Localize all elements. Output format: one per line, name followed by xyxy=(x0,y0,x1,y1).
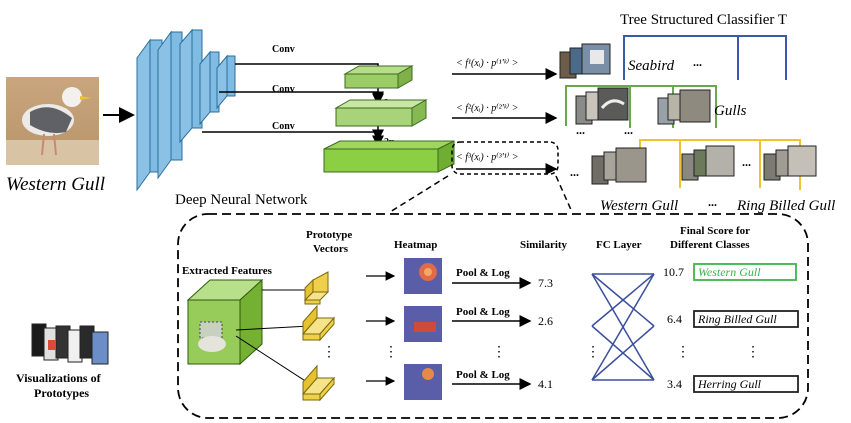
tree-ellipsis-6: ... xyxy=(570,165,579,179)
prototype-vector-3 xyxy=(301,364,336,402)
prototypes-caption-line2: Prototypes xyxy=(34,386,89,400)
pool-log-label-1: Pool & Log xyxy=(456,267,510,279)
input-class-label: Western Gull xyxy=(6,174,105,195)
fc-layer-label: FC Layer xyxy=(596,239,642,251)
proto-thumbs-gulls-1 xyxy=(575,87,629,125)
tree-ellipsis-5: ... xyxy=(708,195,717,209)
score-vdots-2: ⋮ xyxy=(746,345,760,360)
prototype-arrows xyxy=(452,68,558,175)
final-score-header-line2: Different Classes xyxy=(670,239,750,251)
prototypes-caption-line1: Visualizations of xyxy=(16,371,102,385)
score-value-2: 6.4 xyxy=(667,312,682,326)
feature-map-3 xyxy=(323,140,455,173)
tree-node-western-gull: Western Gull xyxy=(600,198,678,214)
similarity-value-1: 7.3 xyxy=(538,276,553,290)
feature-map-2 xyxy=(334,99,428,127)
feature-formula-1: < f¹(xᵢ) · p⁽¹'ᵏ⁾ > xyxy=(456,58,518,69)
score-value-1: 10.7 xyxy=(663,265,684,279)
pool-log-label-3: Pool & Log xyxy=(456,369,510,381)
input-bird-image xyxy=(6,77,99,165)
heatmap-label: Heatmap xyxy=(394,239,437,251)
detail-zoom-lines xyxy=(389,175,573,213)
similarity-value-2: 2.6 xyxy=(538,314,553,328)
score-class-3: Herring Gull xyxy=(697,377,762,391)
proto-thumbs-ringbilled xyxy=(763,145,817,181)
detail-panel xyxy=(177,213,809,419)
proto-thumbs-other xyxy=(681,145,735,181)
tree-title: Tree Structured Classifier T xyxy=(620,12,787,28)
feature-formula-2: < f²(xᵢ) · p⁽²'ᵏ⁾ > xyxy=(456,103,518,114)
proto-thumbs-western xyxy=(591,147,647,185)
tree-node-gulls: Gulls xyxy=(714,103,747,119)
prototype-visualization-stack xyxy=(31,323,109,365)
proto-vdots: ⋮ xyxy=(322,345,336,360)
proto-thumbs-seabird xyxy=(559,43,611,79)
pool-vdots: ⋮ xyxy=(492,345,506,360)
prototype-vectors-label-line2: Vectors xyxy=(313,243,349,255)
tree-ellipsis-1: ... xyxy=(693,55,702,69)
final-score-header-line1: Final Score for xyxy=(680,225,750,237)
prototype-vector-2 xyxy=(301,304,336,342)
extracted-features-label: Extracted Features xyxy=(182,265,273,277)
score-vdots-1: ⋮ xyxy=(676,345,690,360)
conv-label-3: Conv xyxy=(272,121,295,132)
score-value-3: 3.4 xyxy=(667,377,682,391)
conv-label-2: Conv xyxy=(272,84,295,95)
network-label: Deep Neural Network xyxy=(175,192,308,208)
heatmap-2 xyxy=(404,306,442,342)
tree-ellipsis-3: ... xyxy=(624,123,633,137)
score-class-1: Western Gull xyxy=(698,265,761,279)
cnn-layers xyxy=(136,28,236,192)
tree-node-ring-billed-gull: Ring Billed Gull xyxy=(736,198,835,214)
heatmap-3 xyxy=(404,364,442,400)
heatmap-vdots-left: ⋮ xyxy=(384,345,398,360)
cube-to-proto-lines xyxy=(235,289,311,385)
fc-layer-connections xyxy=(591,273,655,381)
prototype-vectors-label-line1: Prototype xyxy=(306,229,352,241)
heatmap-arrows xyxy=(366,271,396,386)
score-box-2 xyxy=(693,310,799,328)
score-box-1 xyxy=(693,263,797,281)
heatmap-1 xyxy=(404,258,442,294)
highlight-box xyxy=(451,141,559,175)
proto-thumbs-gulls-2 xyxy=(657,89,711,125)
score-box-3 xyxy=(693,375,799,393)
pool-log-arrows xyxy=(452,277,532,390)
score-class-2: Ring Billed Gull xyxy=(697,312,777,326)
tree-node-seabird: Seabird xyxy=(628,58,675,74)
similarity-label: Similarity xyxy=(520,239,568,251)
tree-ellipsis-4: ... xyxy=(742,155,751,169)
tree-ellipsis-2: ... xyxy=(576,123,585,137)
feature-formula-3: < f³(xᵢ) · p⁽³'¹⁾ > xyxy=(456,152,519,163)
prototype-vector-1 xyxy=(303,271,330,305)
pool-log-label-2: Pool & Log xyxy=(456,306,510,318)
extracted-feature-cube xyxy=(186,278,264,366)
conv-label-1: Conv xyxy=(272,44,295,55)
similarity-vdots: ⋮ xyxy=(586,345,600,360)
similarity-value-3: 4.1 xyxy=(538,377,553,391)
tree-level1-branches xyxy=(623,35,787,80)
feature-map-1 xyxy=(343,65,414,89)
